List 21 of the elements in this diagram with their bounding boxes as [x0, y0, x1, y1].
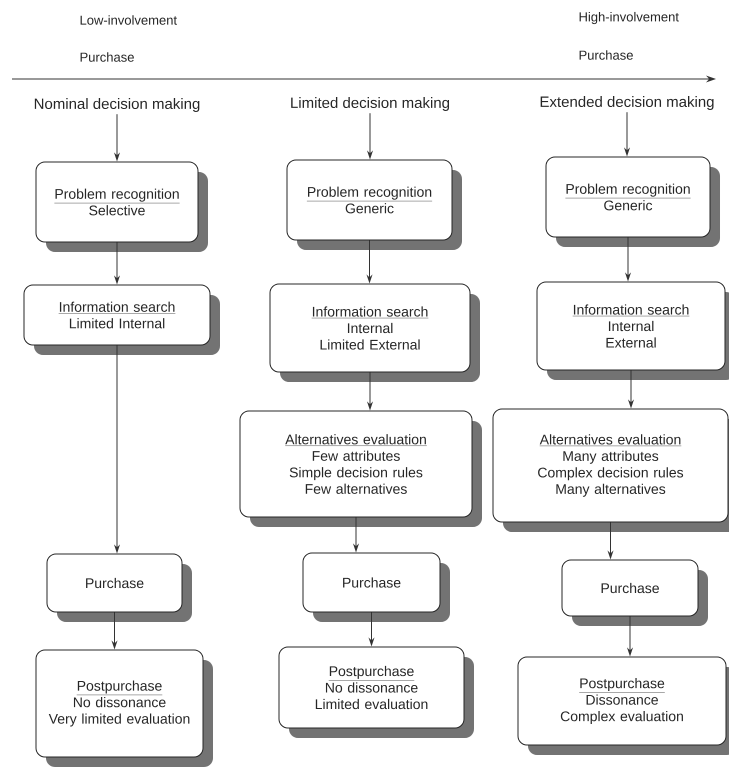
process-box: Purchase [46, 554, 192, 622]
column-heading: Nominal decision making [34, 98, 200, 112]
process-box: Alternatives evaluation Many attributes Complex decision rules Many alternatives [492, 408, 729, 532]
process-box: Alternatives evaluation Few attributes Simple decision rules Few alternatives [240, 410, 482, 527]
process-box: Problem recognition Generic [286, 160, 462, 250]
process-box: Information search Limited Internal [24, 284, 220, 355]
process-box: Postpurchase Dissonance Complex evaluation [518, 656, 729, 755]
process-box: Information search Internal Limited External [270, 284, 480, 382]
process-box: Purchase [562, 560, 708, 626]
process-box: Postpurchase No dissonance Very limited evaluation [36, 650, 213, 767]
process-box: Problem recognition Selective [36, 162, 208, 252]
process-box: Information search Internal External [536, 282, 729, 380]
process-box: Problem recognition Generic [546, 156, 720, 247]
axis-label: High-involvement [580, 12, 679, 24]
axis-label: Purchase [580, 50, 633, 60]
axis-label: Purchase [80, 52, 134, 62]
process-box: Postpurchase No dissonance Limited evaluation [278, 646, 474, 738]
column-heading: Limited decision making [291, 97, 450, 111]
axis-label: Low-involvement [80, 15, 177, 25]
column-heading: Extended decision making [540, 96, 714, 110]
process-box: Purchase [302, 552, 450, 622]
